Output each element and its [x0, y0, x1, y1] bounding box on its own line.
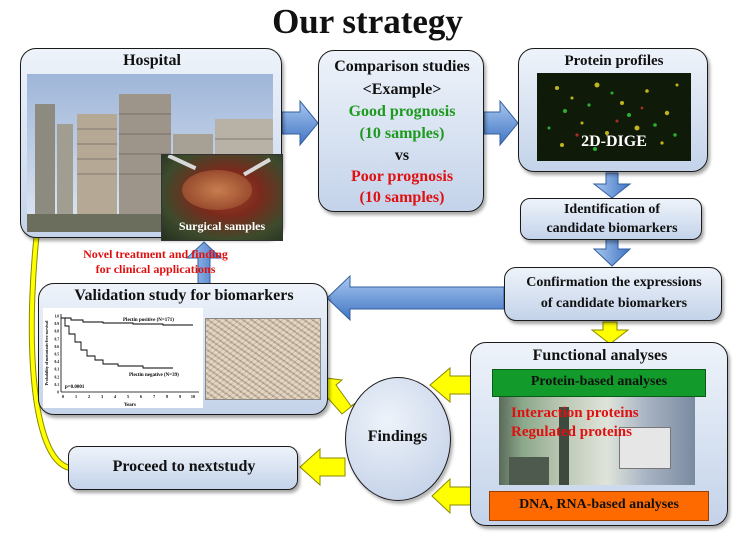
comparison-box: Comparison studies <Example> Good progno… [318, 50, 484, 212]
x-tick-label: 10 [191, 394, 195, 399]
gel-label: 2D-DIGE [581, 133, 647, 150]
x-tick-label: 3 [101, 394, 103, 399]
plot-pvalue: p=0.0001 [65, 385, 85, 390]
proceed-label: Proceed to nextstudy [112, 458, 256, 475]
x-tick-label: 2 [88, 394, 90, 399]
good-prognosis-label: Good prognosis [348, 103, 456, 120]
arrow-findings-to-proceed [299, 447, 346, 487]
y-tick-label: 1.0 [55, 315, 60, 319]
y-tick-label: 0.5 [55, 353, 60, 357]
x-tick-label: 1 [75, 394, 77, 399]
novel-treatment-line1: Novel treatment and finding [83, 247, 228, 261]
survival-plot: 1.0 0.9 0.8 0.7 0.6 0.5 0.4 0.3 0.2 0.1 0 0 1 2 3 4 5 6 7… [43, 308, 203, 408]
y-tick-label: 0 [57, 391, 59, 395]
plot-xlabel: Years [124, 403, 136, 408]
findings-label: Findings [367, 428, 428, 445]
plot-positive-label: Plectin positive (N=171) [123, 318, 174, 323]
findings-circle: Findings [345, 377, 451, 501]
protein-profiles-box: Protein profiles 2D-DIGE [518, 48, 708, 172]
arrow-protein-to-identification [592, 172, 632, 199]
x-tick-label: 4 [114, 394, 117, 399]
arrow-comparison-to-protein [483, 99, 519, 147]
x-tick-label: 7 [153, 394, 155, 399]
arrow-confirmation-to-functional [590, 321, 630, 345]
curve-positive [61, 317, 193, 326]
interaction-proteins-label: Interaction proteins [511, 405, 639, 421]
dna-rna-box: DNA, RNA-based analyses [489, 491, 709, 521]
good-prognosis-count: (10 samples) [359, 125, 445, 142]
y-tick-label: 0.6 [55, 345, 60, 349]
y-tick-labels: 1.0 0.9 0.8 0.7 0.6 0.5 0.4 0.3 0.2 0.1 0 [55, 315, 60, 395]
y-tick-label: 0.4 [55, 360, 60, 364]
identification-line1: Identification of [563, 202, 661, 217]
x-tick-labels: 0 1 2 3 4 5 6 7 8 9 10 [62, 394, 195, 399]
poor-prognosis-count: (10 samples) [359, 189, 445, 206]
arrow-hospital-to-comparison [281, 99, 319, 147]
x-tick-label: 0 [62, 394, 64, 399]
y-tick-label: 0.7 [55, 337, 60, 341]
plot-negative-label: Plectin negative (N=39) [129, 373, 179, 378]
x-tick-label: 9 [179, 394, 181, 399]
y-tick-label: 0.2 [55, 375, 60, 379]
proceed-box: Proceed to nextstudy [68, 446, 298, 490]
protein-profiles-title: Protein profiles [564, 53, 664, 69]
validation-box: Validation study for biomarkers 1.0 0.9 0.… [38, 283, 328, 415]
x-tick-label: 8 [166, 394, 168, 399]
poor-prognosis-label: Poor prognosis [350, 168, 454, 185]
x-tick-label: 5 [127, 394, 129, 399]
curve-negative [61, 317, 173, 369]
protein-based-label: Protein-based analyses [530, 374, 668, 389]
identification-box: Identification of candidate biomarkers [520, 198, 702, 240]
x-tick-label: 6 [140, 394, 142, 399]
identification-line2: candidate biomarkers [546, 221, 678, 236]
y-tick-label: 0.1 [55, 383, 60, 387]
dna-rna-label: DNA, RNA-based analyses [519, 497, 679, 512]
confirmation-line1: Confirmation the expressions [526, 275, 702, 290]
regulated-proteins-label: Regulated proteins [511, 424, 632, 440]
vs-label: vs [394, 147, 410, 164]
confirmation-box: Confirmation the expressions of candidat… [504, 267, 722, 321]
functional-analyses-box: Functional analyses Protein-based analys… [470, 342, 728, 526]
validation-title: Validation study for biomarkers [74, 287, 294, 304]
y-tick-label: 0.8 [55, 330, 60, 334]
arrow-identification-to-confirmation [592, 238, 632, 267]
novel-treatment-line2: for clinical applications [95, 262, 216, 276]
stained-tissue-image [205, 318, 321, 400]
surgical-photo: Surgical samples [161, 154, 283, 241]
comparison-example: <Example> [362, 81, 442, 98]
page-title: Our strategy [272, 2, 463, 41]
hospital-title: Hospital [123, 52, 181, 69]
y-tick-label: 0.3 [55, 368, 60, 372]
plot-ylabel: Probability of metastasis-free survival [44, 320, 49, 386]
hospital-box: Hospital [20, 48, 283, 241]
protein-based-box: Protein-based analyses [492, 369, 706, 397]
surgical-samples-label: Surgical samples [178, 219, 266, 233]
y-tick-label: 0.9 [55, 322, 60, 326]
confirmation-line2: of candidate biomarkers [540, 296, 688, 311]
lab-photo: Interaction proteins Regulated proteins [499, 397, 695, 485]
arrow-confirmation-to-validation [326, 274, 505, 322]
gel-image [537, 73, 691, 161]
functional-title: Functional analyses [532, 347, 668, 364]
comparison-title: Comparison studies [334, 58, 470, 75]
